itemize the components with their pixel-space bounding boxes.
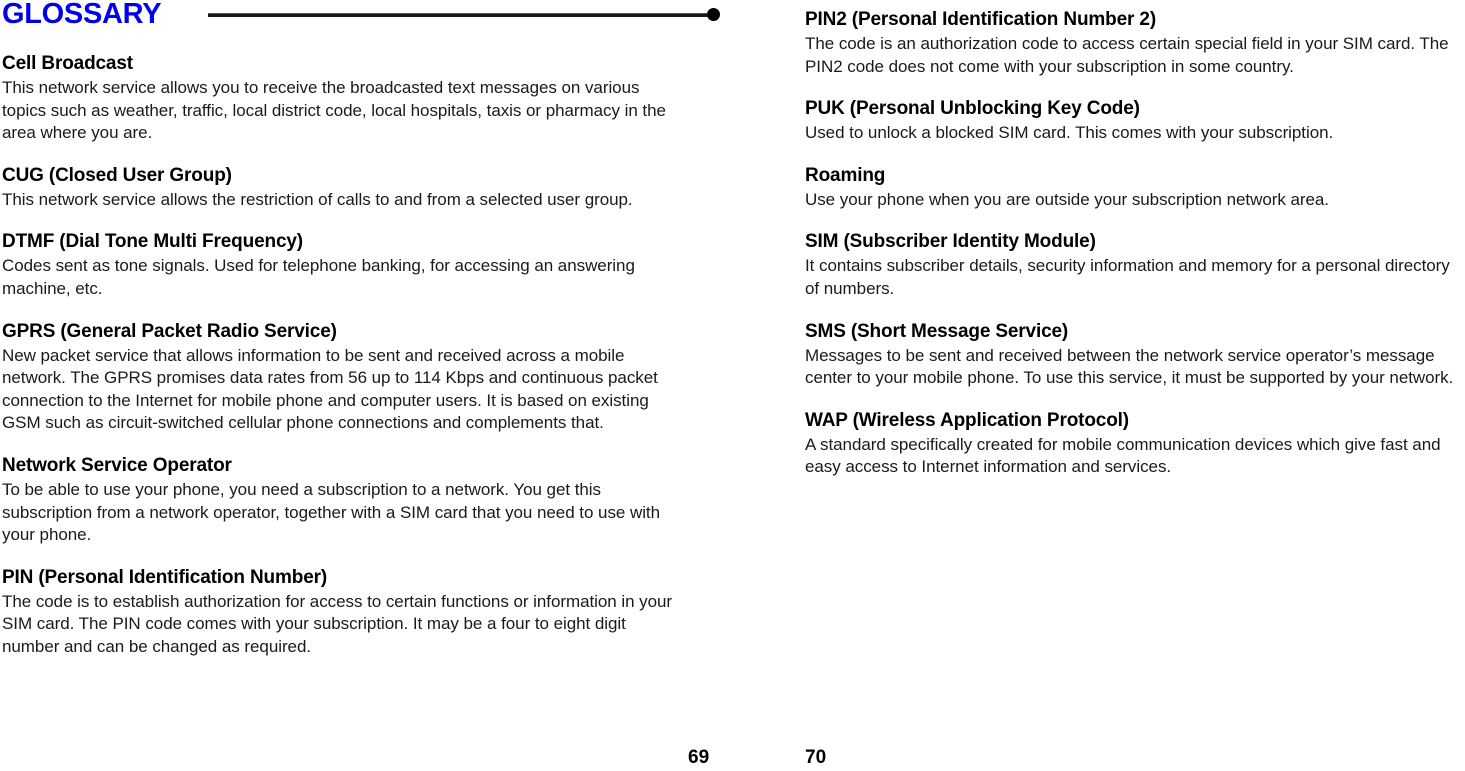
glossary-entry: PUK (Personal Unblocking Key Code) Used …	[805, 97, 1465, 145]
glossary-definition: To be able to use your phone, you need a…	[2, 479, 661, 545]
glossary-entry: GPRS (General Packet Radio Service) New …	[2, 320, 682, 435]
glossary-entry: PIN2 (Personal Identification Number 2) …	[805, 8, 1465, 78]
glossary-term: Cell Broadcast	[2, 53, 133, 74]
glossary-definition: Use your phone when you are outside your…	[805, 189, 1329, 209]
glossary-term: PIN (Personal Identification Number)	[2, 566, 328, 588]
glossary-term: DTMF (Dial Tone Multi Frequency)	[2, 231, 303, 253]
glossary-term: CUG (Closed User Group)	[2, 164, 232, 186]
glossary-header: GLOSSARY	[0, 0, 740, 34]
glossary-term: GPRS (General Packet Radio Service)	[2, 320, 337, 342]
glossary-column-right: PIN2 (Personal Identification Number 2) …	[805, 0, 1465, 479]
glossary-entry: Network Service Operator To be able to u…	[2, 454, 682, 547]
page-number-right: 70	[805, 747, 827, 768]
filled-circle-icon	[707, 8, 720, 21]
glossary-definition: A standard specifically created for mobi…	[805, 434, 1441, 477]
glossary-entry: Cell Broadcast This network service allo…	[2, 52, 682, 145]
glossary-term: WAP (Wireless Application Protocol)	[805, 409, 1129, 431]
glossary-definition: Messages to be sent and received between…	[805, 345, 1454, 388]
glossary-entry: SMS (Short Message Service) Messages to …	[805, 320, 1465, 390]
glossary-definition: The code is to establish authorization f…	[2, 591, 673, 656]
glossary-entry: CUG (Closed User Group) This network ser…	[2, 164, 682, 212]
page-number-left: 69	[688, 747, 710, 768]
glossary-column-left: Cell Broadcast This network service allo…	[2, 0, 682, 659]
glossary-definition: Codes sent as tone signals. Used for tel…	[2, 256, 635, 298]
glossary-entry: Roaming Use your phone when you are outs…	[805, 164, 1465, 212]
glossary-definition: This network service allows you to recei…	[2, 78, 666, 143]
glossary-entry: PIN (Personal Identification Number) The…	[2, 566, 682, 659]
glossary-entry: WAP (Wireless Application Protocol) A st…	[805, 409, 1465, 479]
glossary-term: SIM (Subscriber Identity Module)	[805, 231, 1096, 253]
header-divider-rule	[208, 13, 711, 17]
glossary-term: Network Service Operator	[2, 454, 232, 476]
glossary-term: PIN2 (Personal Identification Number 2)	[805, 9, 1156, 30]
glossary-term: SMS (Short Message Service)	[805, 320, 1069, 342]
glossary-definition: It contains subscriber details, security…	[805, 256, 1450, 298]
glossary-term: Roaming	[805, 164, 886, 186]
page-footer: 69 70	[0, 743, 1465, 771]
glossary-definition: The code is an authorization code to acc…	[805, 34, 1449, 76]
glossary-entry: DTMF (Dial Tone Multi Frequency) Codes s…	[2, 230, 682, 300]
glossary-entry: SIM (Subscriber Identity Module) It cont…	[805, 230, 1465, 300]
glossary-term: PUK (Personal Unblocking Key Code)	[805, 98, 1140, 120]
glossary-definition: New packet service that allows informati…	[2, 345, 658, 433]
page-title: GLOSSARY	[2, 0, 162, 30]
glossary-definition: Used to unlock a blocked SIM card. This …	[805, 123, 1334, 143]
glossary-definition: This network service allows the restrict…	[2, 189, 633, 209]
